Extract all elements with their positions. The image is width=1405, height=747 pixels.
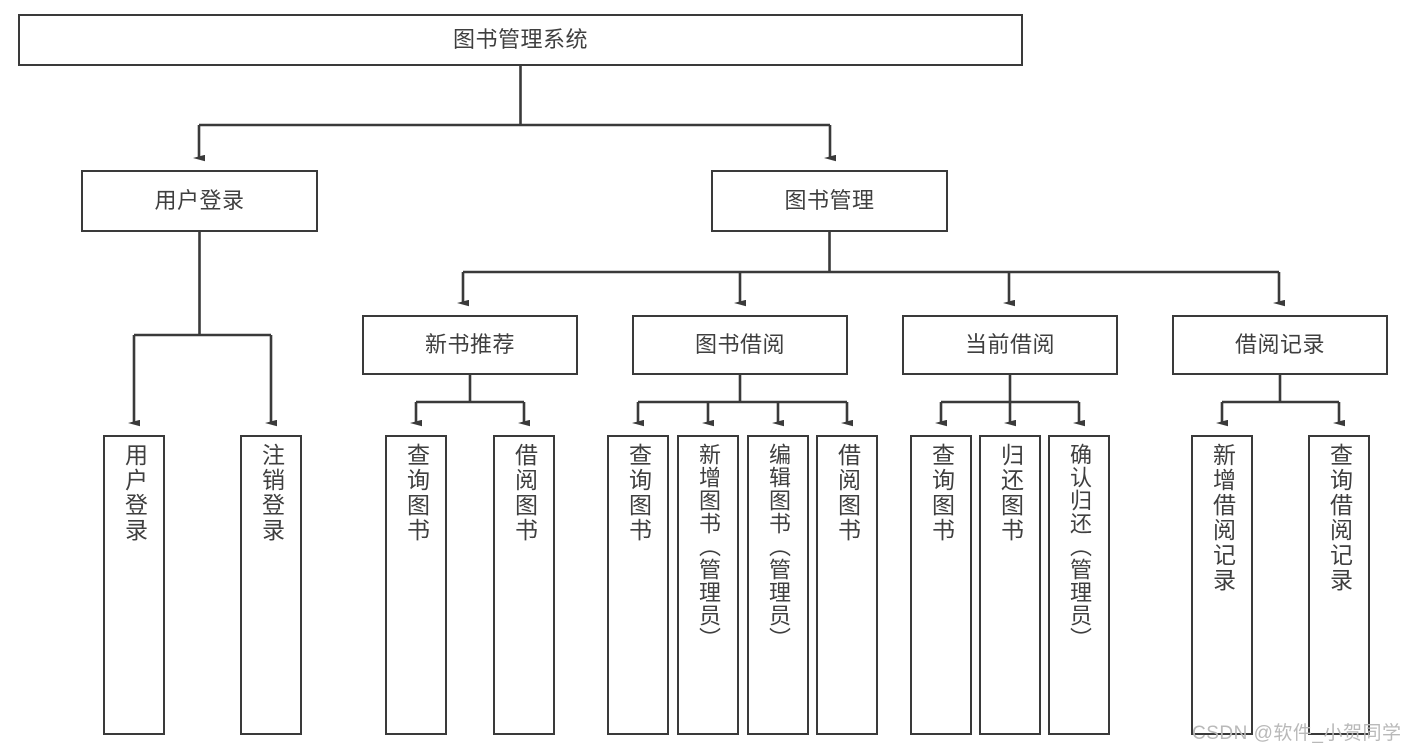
csdn-watermark-text: CSDN @软件_小贺同学: [1192, 723, 1402, 744]
node-new-book-recommend-label: 新书推荐: [424, 332, 515, 358]
node-leaf-query-record[interactable]: 查询借阅记录: [1308, 435, 1370, 735]
node-leaf-query-book-2-label: 查询图书: [625, 443, 652, 543]
node-leaf-logout-label: 注销登录: [258, 443, 285, 543]
node-leaf-user-login-label: 用户登录: [121, 443, 148, 543]
node-current-borrow[interactable]: 当前借阅: [902, 315, 1118, 375]
node-borrow-record-label: 借阅记录: [1234, 332, 1325, 358]
node-leaf-logout[interactable]: 注销登录: [240, 435, 302, 735]
node-book-borrow-label: 图书借阅: [694, 332, 785, 358]
node-leaf-borrow-book-1[interactable]: 借阅图书: [493, 435, 555, 735]
node-leaf-confirm-return[interactable]: 确认归还（管理员）: [1048, 435, 1110, 735]
node-root-label: 图书管理系统: [452, 27, 588, 53]
node-book-management-label: 图书管理: [784, 188, 875, 214]
node-leaf-query-book-3-label: 查询图书: [928, 443, 955, 543]
node-new-book-recommend[interactable]: 新书推荐: [362, 315, 578, 375]
node-leaf-add-book-label: 新增图书（管理员）: [696, 443, 721, 650]
node-leaf-borrow-book-1-label: 借阅图书: [511, 443, 538, 543]
node-leaf-query-record-label: 查询借阅记录: [1326, 443, 1353, 593]
csdn-watermark: CSDN @软件_小贺同学: [1192, 718, 1401, 745]
node-leaf-add-book[interactable]: 新增图书（管理员）: [677, 435, 739, 735]
node-leaf-borrow-book-2[interactable]: 借阅图书: [816, 435, 878, 735]
node-user-login[interactable]: 用户登录: [81, 170, 318, 232]
node-leaf-query-book-2[interactable]: 查询图书: [607, 435, 669, 735]
node-book-borrow[interactable]: 图书借阅: [632, 315, 848, 375]
node-leaf-edit-book-label: 编辑图书（管理员）: [766, 443, 791, 650]
node-leaf-add-record[interactable]: 新增借阅记录: [1191, 435, 1253, 735]
node-leaf-return-book-label: 归还图书: [997, 443, 1024, 543]
node-leaf-confirm-return-label: 确认归还（管理员）: [1067, 443, 1092, 650]
node-leaf-return-book[interactable]: 归还图书: [979, 435, 1041, 735]
node-leaf-query-book-3[interactable]: 查询图书: [910, 435, 972, 735]
node-leaf-query-book-1-label: 查询图书: [403, 443, 430, 543]
node-current-borrow-label: 当前借阅: [964, 332, 1055, 358]
node-root[interactable]: 图书管理系统: [18, 14, 1023, 66]
node-leaf-add-record-label: 新增借阅记录: [1209, 443, 1236, 593]
node-leaf-borrow-book-2-label: 借阅图书: [834, 443, 861, 543]
node-leaf-user-login[interactable]: 用户登录: [103, 435, 165, 735]
node-leaf-edit-book[interactable]: 编辑图书（管理员）: [747, 435, 809, 735]
node-book-management[interactable]: 图书管理: [711, 170, 948, 232]
node-borrow-record[interactable]: 借阅记录: [1172, 315, 1388, 375]
node-leaf-query-book-1[interactable]: 查询图书: [385, 435, 447, 735]
node-user-login-label: 用户登录: [154, 188, 245, 214]
